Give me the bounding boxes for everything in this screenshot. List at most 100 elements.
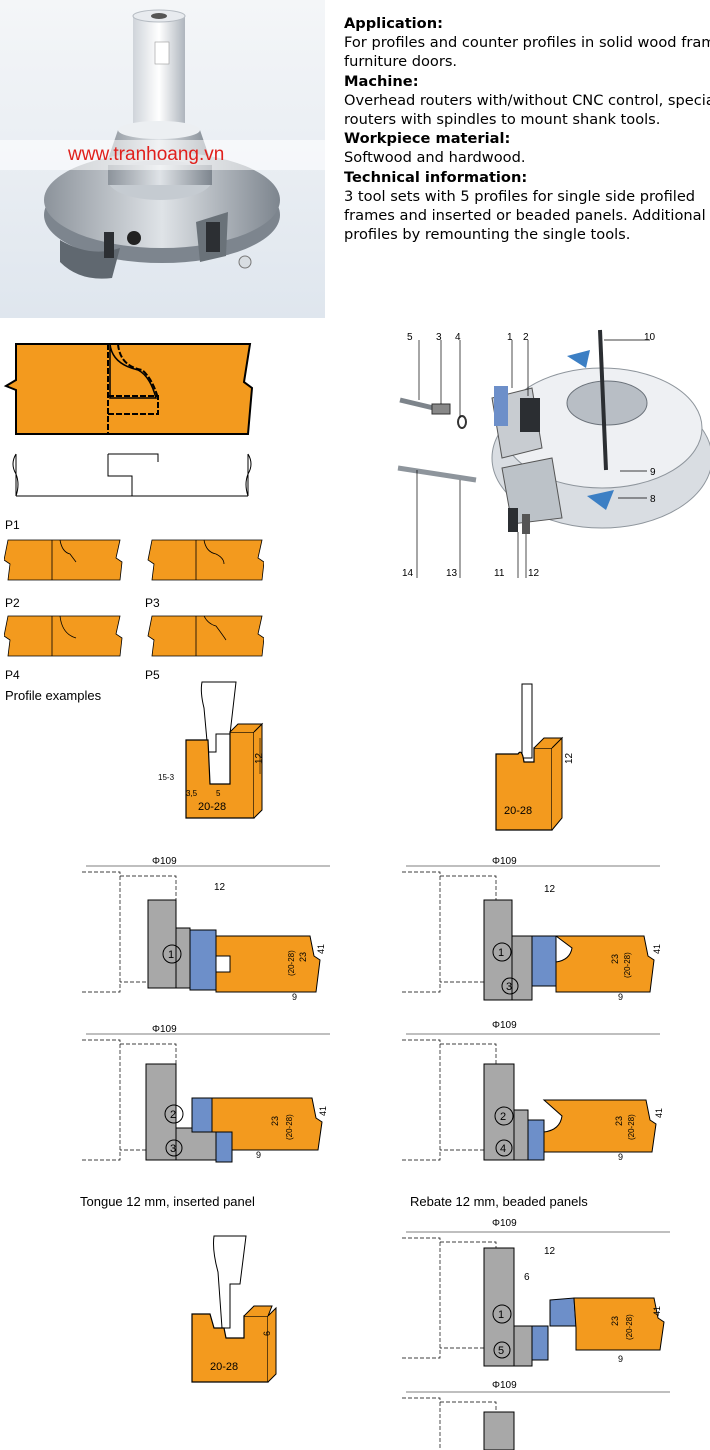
watermark-text: www.tranhoang.vn bbox=[68, 144, 225, 165]
dim-41-setup-5: 41 bbox=[652, 1306, 662, 1316]
cutter-5-label: 5 bbox=[498, 1345, 504, 1357]
profile-label-p3: P3 bbox=[145, 596, 160, 610]
cutter-2-label: 2 bbox=[170, 1109, 176, 1121]
cutter-1-label-b: 1 bbox=[498, 947, 504, 959]
part-3-label: 3 bbox=[436, 332, 442, 343]
setup-drawing-4: 2 4 Φ109 23 (20-28) 41 9 bbox=[402, 1020, 664, 1162]
dim-3-5: 3,5 bbox=[186, 789, 198, 798]
application-text-2: furniture doors. bbox=[344, 53, 458, 71]
part-14-label: 14 bbox=[402, 568, 414, 579]
machine-heading: Machine: bbox=[344, 72, 419, 90]
dim-range-setup-2: (20-28) bbox=[623, 952, 632, 978]
part-10-label: 10 bbox=[644, 332, 656, 343]
dim-23-setup-4: 23 bbox=[614, 1116, 624, 1126]
technical-text-2: frames and inserted or beaded panels. Ad… bbox=[344, 207, 706, 225]
setup-drawing-6-partial: Φ109 bbox=[402, 1380, 670, 1450]
application-text-1: For profiles and counter profiles in sol… bbox=[344, 34, 710, 52]
exploded-view: 5 3 4 1 2 10 9 8 14 13 11 12 bbox=[397, 329, 710, 579]
diameter-label-2: Φ109 bbox=[492, 856, 517, 867]
dim-range-setup-5: (20-28) bbox=[625, 1314, 634, 1340]
rebate-cross-section: 12 20-28 bbox=[495, 683, 575, 831]
machine-text-1: Overhead routers with/without CNC contro… bbox=[344, 91, 710, 109]
dim-20-28-left: 20-28 bbox=[198, 801, 226, 813]
dim-6: 6 bbox=[262, 1331, 272, 1336]
diameter-label-3: Φ109 bbox=[152, 1024, 177, 1035]
dim-41-setup-2: 41 bbox=[652, 944, 662, 954]
dim-6-setup-5: 6 bbox=[524, 1272, 530, 1283]
cutter-3-label: 3 bbox=[506, 981, 512, 993]
tongue-cross-section: 12 15-3 3,5 5 20-28 bbox=[158, 681, 265, 819]
part-2-label: 2 bbox=[523, 332, 529, 343]
part-11-label: 11 bbox=[494, 568, 505, 579]
setup-drawing-1: 1 Φ109 12 23 (20-28) 41 9 bbox=[82, 856, 330, 1002]
cutter-2-label-b: 2 bbox=[500, 1111, 506, 1123]
diameter-label-5: Φ109 bbox=[492, 1218, 517, 1229]
dim-9-setup-1: 9 bbox=[292, 992, 297, 1002]
part-1-label: 1 bbox=[507, 332, 513, 343]
dim-9-setup-3: 9 bbox=[256, 1150, 261, 1160]
setup-drawing-5: 1 5 Φ109 12 6 23 (20-28) 41 9 bbox=[402, 1218, 670, 1367]
diameter-label-4: Φ109 bbox=[492, 1020, 517, 1031]
diameter-label-1: Φ109 bbox=[152, 856, 177, 867]
dim-41-setup-4: 41 bbox=[654, 1108, 664, 1118]
dim-12-setup-1: 12 bbox=[214, 882, 226, 893]
profile-label-p2: P2 bbox=[5, 596, 20, 610]
dim-41-setup-3: 41 bbox=[318, 1106, 328, 1116]
dim-12-setup-5: 12 bbox=[544, 1246, 556, 1257]
material-heading: Workpiece material: bbox=[344, 130, 511, 148]
profile-examples-row-1 bbox=[4, 539, 264, 581]
dim-range-setup-3: (20-28) bbox=[285, 1114, 294, 1140]
frame-joint-drawing bbox=[3, 343, 254, 497]
cutter-3-label-b: 3 bbox=[170, 1143, 176, 1155]
part-8-label: 8 bbox=[650, 494, 656, 505]
cutter-1-label: 1 bbox=[168, 949, 174, 961]
dim-20-28-right: 20-28 bbox=[504, 805, 532, 817]
caption-rebate: Rebate 12 mm, beaded panels bbox=[410, 1194, 588, 1209]
profile-label-p1: P1 bbox=[5, 518, 20, 532]
dim-9-setup-2: 9 bbox=[618, 992, 623, 1002]
profile-p1b-shape bbox=[147, 539, 264, 581]
dim-9-setup-4: 9 bbox=[618, 1152, 623, 1162]
technical-text-3: profiles by remounting the single tools. bbox=[344, 226, 631, 244]
application-heading: Application: bbox=[344, 15, 443, 32]
profile-label-p5: P5 bbox=[145, 668, 160, 682]
part-13-label: 13 bbox=[446, 568, 458, 579]
part-9-label: 9 bbox=[650, 467, 656, 478]
material-text: Softwood and hardwood. bbox=[344, 149, 526, 167]
dim-range-setup-1: (20-28) bbox=[287, 950, 296, 976]
profile-examples-caption: Profile examples bbox=[5, 688, 102, 703]
dim-tongue-12: 12 bbox=[254, 752, 265, 764]
technical-text-1: 3 tool sets with 5 profiles for single s… bbox=[344, 187, 696, 205]
product-description: Application: For profiles and counter pr… bbox=[344, 14, 710, 244]
machine-text-2: routers with spindles to mount shank too… bbox=[344, 111, 661, 129]
dim-41-setup-1: 41 bbox=[316, 944, 326, 954]
panel-cross-section: 6 20-28 bbox=[191, 1235, 277, 1383]
part-12-label: 12 bbox=[528, 568, 540, 579]
setup-drawing-3: 2 3 Φ109 23 (20-28) 41 9 bbox=[82, 1024, 330, 1163]
dim-5: 5 bbox=[216, 789, 221, 798]
part-4-label: 4 bbox=[455, 332, 461, 343]
profile-p1-shape bbox=[4, 539, 123, 581]
profile-label-p4: P4 bbox=[5, 668, 20, 682]
part-5-label: 5 bbox=[407, 332, 413, 343]
dim-23-setup-3: 23 bbox=[270, 1116, 280, 1126]
dim-rebate-12: 12 bbox=[564, 752, 575, 764]
dim-12-setup-2: 12 bbox=[544, 884, 556, 895]
setup-drawing-2: 1 3 Φ109 12 23 (20-28) 41 9 bbox=[402, 856, 662, 1002]
dim-20-28-bottom: 20-28 bbox=[210, 1361, 238, 1373]
dim-23-setup-2: 23 bbox=[610, 954, 620, 964]
caption-tongue: Tongue 12 mm, inserted panel bbox=[80, 1194, 255, 1209]
dim-23-setup-1: 23 bbox=[298, 952, 308, 962]
watermark-band bbox=[0, 140, 325, 170]
technical-heading: Technical information: bbox=[344, 168, 528, 186]
profile-examples-row-2 bbox=[4, 615, 264, 657]
dim-range-setup-4: (20-28) bbox=[627, 1114, 636, 1140]
dim-23-setup-5: 23 bbox=[610, 1316, 620, 1326]
profile-p3-shape bbox=[147, 615, 264, 657]
diameter-label-6: Φ109 bbox=[492, 1380, 517, 1391]
cutter-1-label-c: 1 bbox=[498, 1309, 504, 1321]
cutter-4-label: 4 bbox=[500, 1143, 506, 1155]
profile-p2-shape bbox=[4, 615, 123, 657]
dim-15-3: 15-3 bbox=[158, 773, 175, 782]
dim-9-setup-5: 9 bbox=[618, 1354, 623, 1364]
